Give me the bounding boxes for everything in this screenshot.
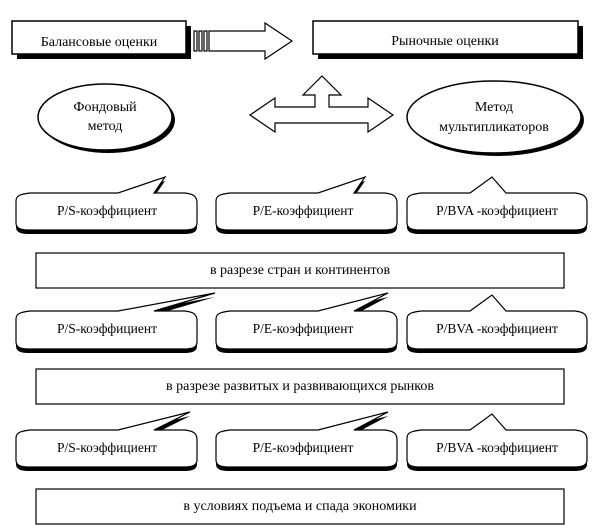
group-2: P/S-коэффициент P/E-коэффициент P/BVA -к… xyxy=(15,292,588,405)
section-box: в условиях подъема и спада экономики xyxy=(35,488,565,525)
section-label: в разрезе стран и континентов xyxy=(210,263,391,278)
section-box: в разрезе развитых и развивающихся рынко… xyxy=(35,368,565,405)
stock-method-line1: Фондовый xyxy=(73,100,137,115)
pe-callout: P/E-коэффициент xyxy=(215,411,398,471)
section-label: в условиях подъема и спада экономики xyxy=(183,499,417,514)
pe-ratio-label: P/E-коэффициент xyxy=(253,440,354,455)
pe-ratio-label: P/E-коэффициент xyxy=(253,203,354,218)
ps-callout: P/S-коэффициент xyxy=(15,292,216,353)
ps-callout: P/S-коэффициент xyxy=(15,411,198,471)
group-1: P/S-коэффициент P/E-коэффициент P/BVA -к… xyxy=(15,175,588,289)
pe-callout: P/E-коэффициент xyxy=(215,292,398,353)
section-label: в разрезе развитых и развивающихся рынко… xyxy=(166,379,434,394)
pbva-ratio-label: P/BVA -коэффициент xyxy=(436,321,558,336)
market-valuations-box: Рыночные оценки xyxy=(312,20,583,59)
pe-callout: P/E-коэффициент xyxy=(215,175,398,234)
ps-ratio-label: P/S-коэффициент xyxy=(57,440,157,455)
pbva-callout: P/BVA -коэффициент xyxy=(406,176,588,234)
balance-valuations-label: Балансовые оценки xyxy=(41,35,158,50)
pbva-callout: P/BVA -коэффициент xyxy=(406,413,588,471)
pbva-ratio-label: P/BVA -коэффициент xyxy=(436,203,558,218)
ps-ratio-label: P/S-коэффициент xyxy=(57,203,157,218)
pbva-callout: P/BVA -коэффициент xyxy=(406,294,588,353)
group-3: P/S-коэффициент P/E-коэффициент P/BVA -к… xyxy=(15,411,588,525)
right-block-arrow xyxy=(193,21,294,61)
ps-callout: P/S-коэффициент xyxy=(15,175,198,234)
three-way-arrow xyxy=(248,75,395,134)
ps-ratio-label: P/S-коэффициент xyxy=(57,321,157,336)
stock-method-ellipse: Фондовый метод xyxy=(37,83,175,153)
stock-method-line2: метод xyxy=(88,119,123,134)
market-valuations-label: Рыночные оценки xyxy=(391,34,499,49)
pbva-ratio-label: P/BVA -коэффициент xyxy=(436,440,558,455)
balance-valuations-box: Балансовые оценки xyxy=(11,20,191,59)
multiplier-method-line2: мультипликаторов xyxy=(439,120,549,135)
multiplier-method-ellipse: Метод мультипликаторов xyxy=(406,80,584,156)
pe-ratio-label: P/E-коэффициент xyxy=(253,321,354,336)
multiplier-method-line1: Метод xyxy=(475,100,513,115)
section-box: в разрезе стран и континентов xyxy=(35,252,565,289)
